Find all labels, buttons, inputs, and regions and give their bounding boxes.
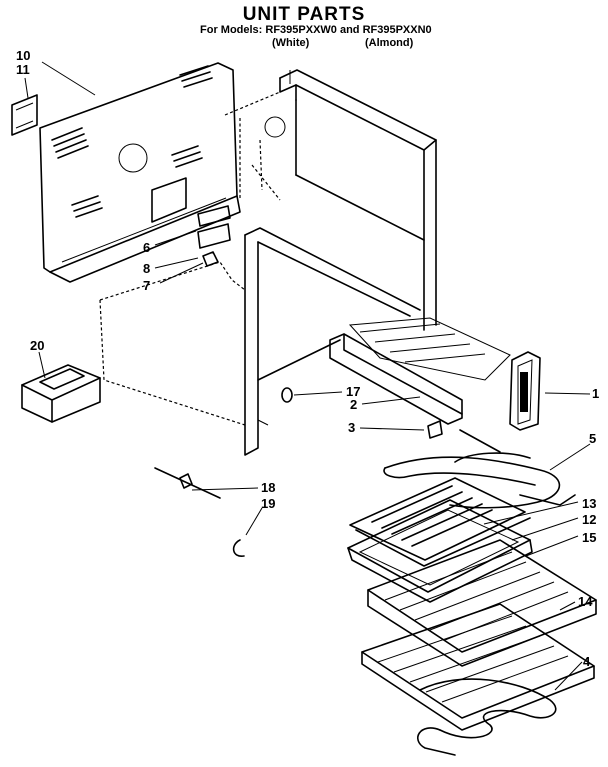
side-trim xyxy=(509,351,541,431)
callout-18: 18 xyxy=(261,480,275,495)
drawer-bottom xyxy=(329,317,511,425)
callout-11: 11 xyxy=(16,62,30,77)
variant-white-label: (White) xyxy=(272,37,310,49)
callout-10: 10 xyxy=(16,48,30,63)
callout-1: 1 xyxy=(592,386,599,401)
bake-element xyxy=(417,678,557,756)
callout-20: 20 xyxy=(30,338,44,353)
small-parts xyxy=(154,205,501,557)
variant-almond-label: (Almond) xyxy=(365,37,414,49)
callouts: 10 11 6 8 7 20 17 2 3 1 5 18 19 13 12 15… xyxy=(16,48,599,669)
callout-6: 6 xyxy=(143,240,150,255)
models-line: For Models: RF395PXXW0 and RF395PXXN0 xyxy=(200,24,432,36)
control-block xyxy=(21,364,101,423)
callout-2: 2 xyxy=(350,397,357,412)
leader-lines xyxy=(24,61,591,691)
callout-19: 19 xyxy=(261,496,275,511)
callout-13: 13 xyxy=(582,496,596,511)
oven-rack-lower xyxy=(361,603,595,731)
callout-17: 17 xyxy=(346,384,360,399)
broiler-pan-insert xyxy=(349,477,531,567)
callout-5: 5 xyxy=(589,431,596,446)
callout-12: 12 xyxy=(582,512,596,527)
callout-15: 15 xyxy=(582,530,596,545)
back-panel xyxy=(39,62,241,283)
callout-4: 4 xyxy=(583,654,591,669)
callout-3: 3 xyxy=(348,420,355,435)
diagram-title: UNIT PARTS xyxy=(242,4,366,25)
callout-8: 8 xyxy=(143,261,150,276)
access-cover xyxy=(11,94,38,136)
broil-element xyxy=(383,452,576,509)
oven-rack-upper xyxy=(367,539,597,667)
callout-14: 14 xyxy=(578,594,593,609)
cabinet-frame xyxy=(99,69,437,456)
callout-7: 7 xyxy=(143,278,150,293)
